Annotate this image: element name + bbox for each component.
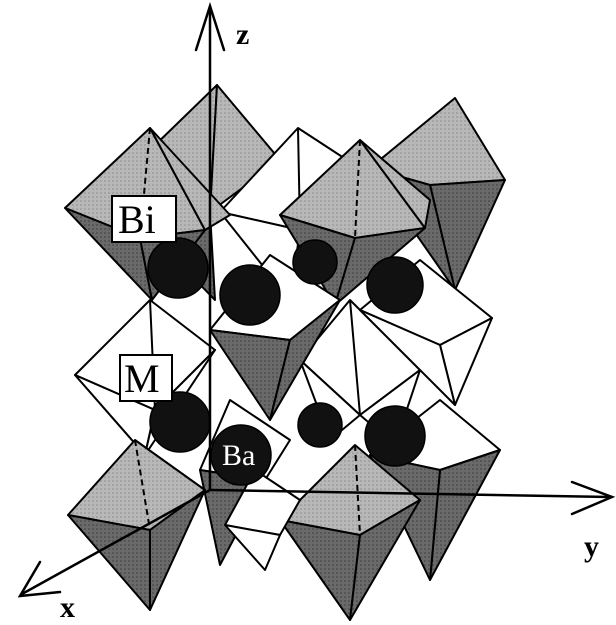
z-axis-arrowhead xyxy=(194,1,226,52)
x-axis-label: x xyxy=(60,591,75,624)
x-axis xyxy=(20,488,212,596)
ba-atom xyxy=(364,405,426,467)
ba-atom xyxy=(292,239,338,285)
coordinate-axes xyxy=(17,1,616,598)
ba-atom xyxy=(297,402,343,448)
y-axis-arrowhead xyxy=(570,480,616,516)
bi-label-text: Bi xyxy=(118,197,156,242)
y-axis xyxy=(208,488,612,499)
ba-atom xyxy=(366,256,424,314)
z-axis-label: z xyxy=(236,18,249,51)
ba-label-text: Ba xyxy=(222,439,255,472)
bi-octahedron-top-front-right xyxy=(279,139,431,306)
y-axis-label: y xyxy=(584,530,599,563)
m-site-label: M xyxy=(119,354,173,402)
ba-atom xyxy=(219,264,281,326)
m-octahedron-middle-far-right xyxy=(359,259,493,406)
ba-atom xyxy=(147,237,209,299)
m-label-text: M xyxy=(124,356,160,401)
m-octahedron-bottom-center xyxy=(224,469,301,571)
ba-atoms xyxy=(147,237,426,486)
x-axis-arrowhead xyxy=(17,560,62,598)
bi-octahedron-bottom-front-right xyxy=(279,444,421,621)
bi-octahedron-bottom-front-left xyxy=(67,439,206,611)
bi-site-label: Bi xyxy=(111,195,177,243)
